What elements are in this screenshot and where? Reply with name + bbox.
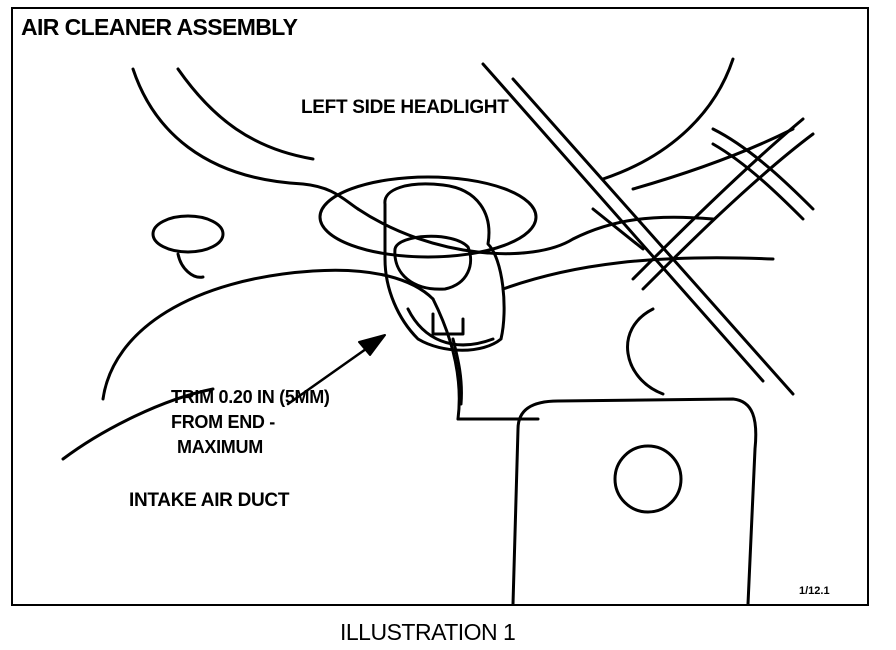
connector-base xyxy=(406,307,495,347)
trim-line-1: TRIM 0.20 IN (5MM) xyxy=(171,387,330,407)
bracket-stem xyxy=(176,252,205,279)
illustration-frame: AIR CLEANER ASSEMBLY LEFT SIDE HEADLIGHT… xyxy=(11,7,869,606)
trim-line-2: FROM END - xyxy=(171,412,275,432)
hose-line-3 xyxy=(631,117,805,281)
trim-line-3: MAXIMUM xyxy=(177,437,263,457)
duct-left-edge xyxy=(61,387,215,461)
trim-arrowhead xyxy=(358,334,386,356)
hose-line-2 xyxy=(711,142,805,221)
label-trim-instruction: TRIM 0.20 IN (5MM) FROM END - MAXIMUM xyxy=(171,385,330,460)
illustration-caption: ILLUSTRATION 1 xyxy=(340,619,516,645)
connector-window xyxy=(393,234,473,291)
label-intake-air-duct: INTAKE AIR DUCT xyxy=(129,490,290,511)
duct-cable xyxy=(451,337,463,406)
fender-curve-inner xyxy=(176,67,315,161)
body-panel-line xyxy=(356,207,715,256)
bracket-left xyxy=(151,214,225,254)
right-panel-curve-2 xyxy=(631,127,795,191)
right-panel-curve xyxy=(601,57,735,181)
reference-number: 1/12.1 xyxy=(799,585,830,597)
diagonal-tube-a xyxy=(511,77,795,396)
hose-line-4 xyxy=(641,132,815,291)
line-drawing xyxy=(61,57,815,604)
headlight-ring xyxy=(318,175,538,259)
body-panel-lower xyxy=(501,256,775,291)
connector-body xyxy=(383,182,506,352)
trim-arrow xyxy=(286,342,375,406)
fender-curve-outer xyxy=(131,67,360,211)
diagram-title: AIR CLEANER ASSEMBLY xyxy=(21,14,298,40)
diagonal-tube-c xyxy=(591,207,645,251)
diagonal-tube-b xyxy=(481,62,765,383)
bracket-hole xyxy=(613,444,683,514)
hose-line-1 xyxy=(711,127,815,211)
duct-outer-arc xyxy=(101,268,435,401)
duct-collar xyxy=(431,297,461,421)
label-left-side-headlight: LEFT SIDE HEADLIGHT xyxy=(301,97,509,118)
lower-bracket xyxy=(511,397,758,604)
hose-loop xyxy=(626,307,665,396)
